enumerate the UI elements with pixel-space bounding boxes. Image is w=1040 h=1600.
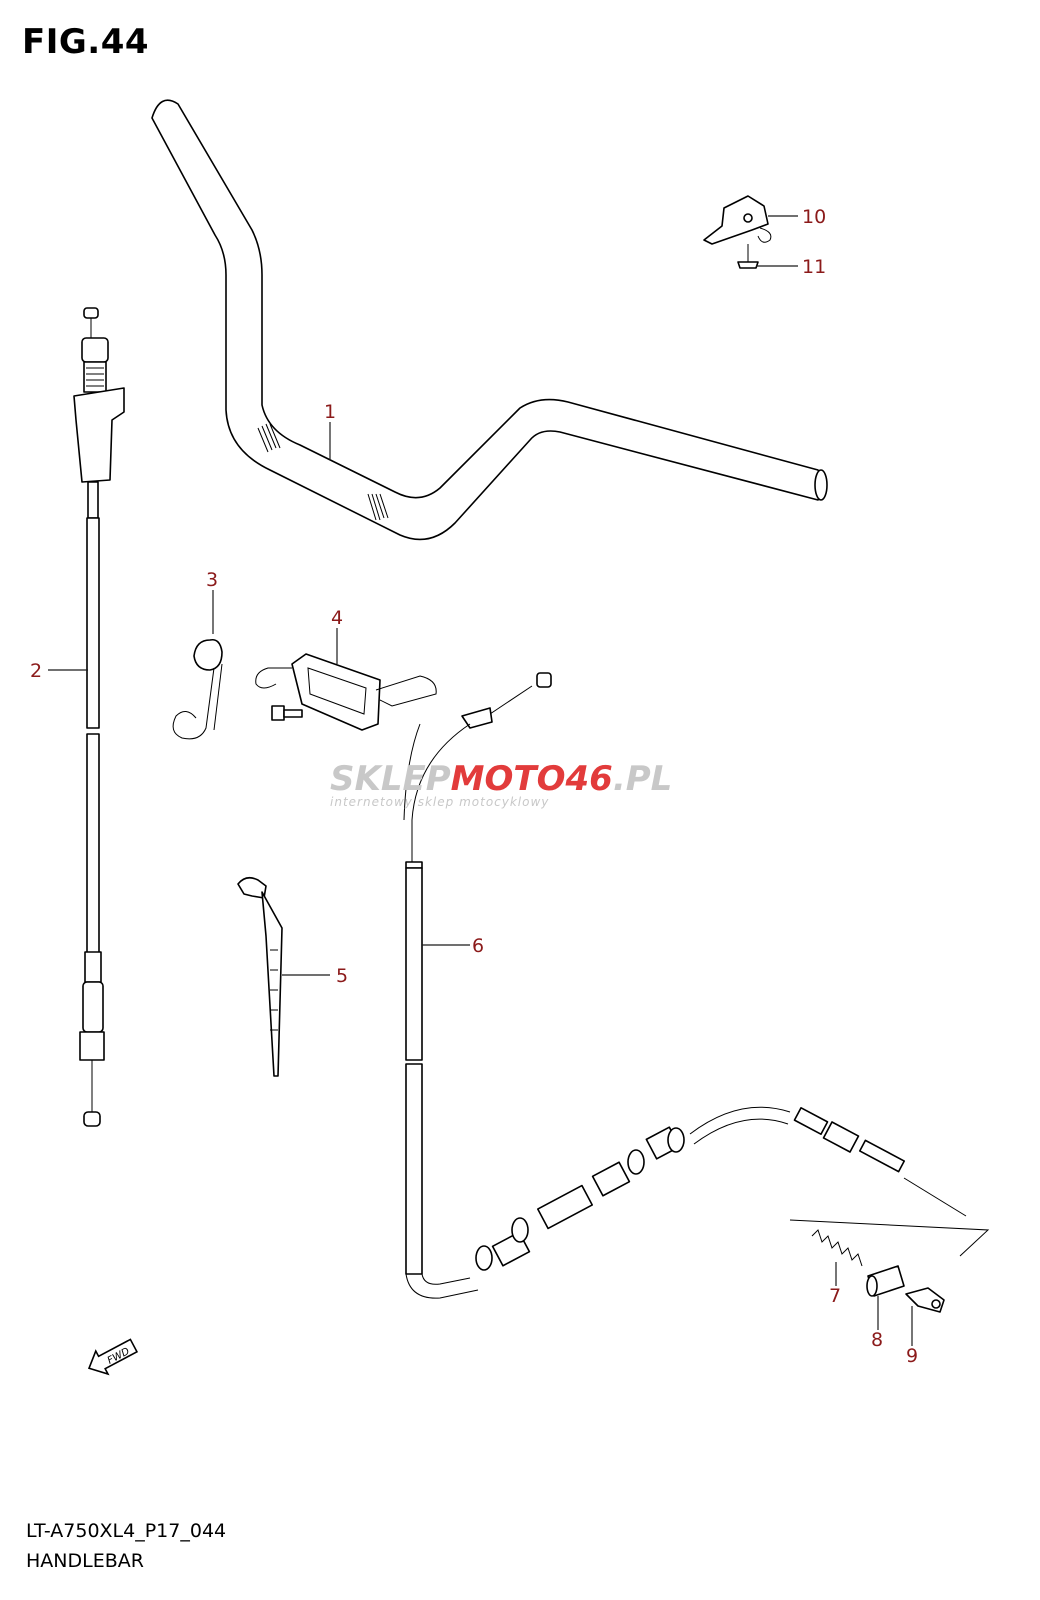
figure-title: FIG.44 xyxy=(22,22,150,62)
lever-clamp-part xyxy=(703,195,772,245)
handlebar-part xyxy=(151,99,828,541)
knurled-band-left xyxy=(257,423,281,453)
callout-1: 1 xyxy=(324,401,336,423)
spring-part xyxy=(811,1229,863,1267)
leader-lines xyxy=(48,215,913,1346)
callout-3: 3 xyxy=(206,569,218,591)
forward-direction-arrow: FWD xyxy=(87,1338,139,1376)
knurled-band-right xyxy=(367,493,389,521)
watermark-part1: SKLEP xyxy=(330,759,451,799)
long-cable-part xyxy=(403,672,990,1299)
callouts: 1 2 3 4 5 6 7 8 9 10 11 xyxy=(30,206,918,1367)
screw-part xyxy=(737,244,759,269)
callout-5: 5 xyxy=(336,965,348,987)
cable-tie-part xyxy=(237,876,283,1077)
section-name: HANDLEBAR xyxy=(26,1550,144,1572)
watermark: SKLEPMOTO46.PL internetowy sklep motocyk… xyxy=(330,759,672,809)
callout-4: 4 xyxy=(331,607,343,629)
clip-part xyxy=(172,638,223,740)
watermark-part4: .PL xyxy=(613,759,673,799)
callout-9: 9 xyxy=(906,1345,918,1367)
model-code: LT-A750XL4_P17_044 xyxy=(26,1520,227,1542)
callout-2: 2 xyxy=(30,660,42,682)
barrel-part xyxy=(866,1265,905,1297)
callout-10: 10 xyxy=(802,206,826,228)
bracket-part xyxy=(255,653,437,731)
callout-11: 11 xyxy=(802,256,826,278)
callout-8: 8 xyxy=(871,1329,883,1351)
bolt-part xyxy=(271,705,303,721)
watermark-part3: 46 xyxy=(565,759,613,799)
cable-end-part xyxy=(905,1287,945,1313)
watermark-part2: MOTO xyxy=(451,759,566,799)
callout-7: 7 xyxy=(829,1285,841,1307)
callout-6: 6 xyxy=(472,935,484,957)
throttle-cable-part xyxy=(73,307,125,1127)
watermark-tagline: internetowy sklep motocyklowy xyxy=(330,795,549,809)
fwd-label: FWD xyxy=(106,1346,132,1367)
svg-text:SKLEPMOTO46.PL: SKLEPMOTO46.PL xyxy=(330,759,672,799)
